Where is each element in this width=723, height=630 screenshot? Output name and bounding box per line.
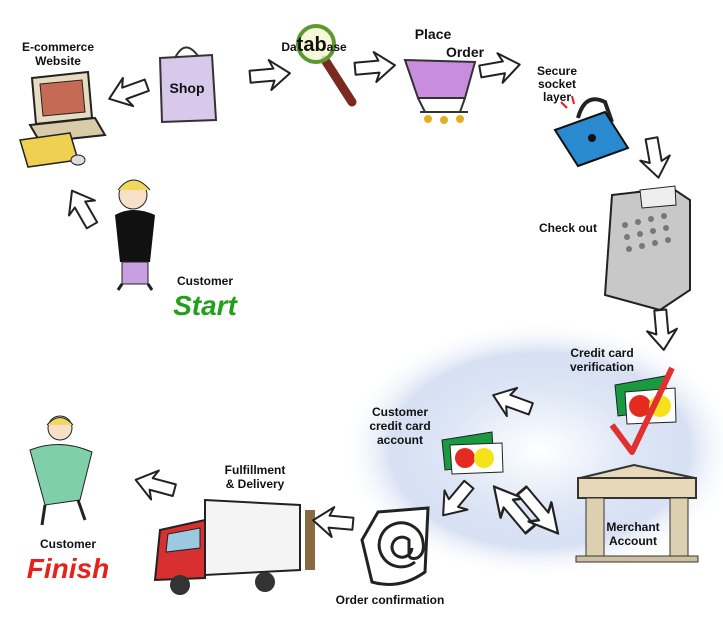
arrow-shop-to-database-icon <box>247 57 293 93</box>
order-label: Order <box>445 44 485 60</box>
website-label-line1: E-commerce <box>21 40 95 54</box>
ssl-label-line2: socket <box>537 77 577 91</box>
arrow-start-to-website-icon <box>58 182 106 234</box>
database-label-mid: tab <box>296 34 327 56</box>
verification-label-line2: verification <box>569 360 635 374</box>
customer-start-label: Customer <box>176 274 234 288</box>
credit-card-verified-icon <box>609 366 677 455</box>
cash-register-icon <box>603 185 691 312</box>
finish-label: Finish <box>26 553 110 584</box>
email-at-sign-icon <box>360 506 430 586</box>
magnifying-glass-icon <box>296 24 357 107</box>
arrow-website-to-shop-icon <box>103 70 153 114</box>
database-label-pre: Da <box>281 40 297 54</box>
order-confirmation-label: Order confirmation <box>335 593 445 607</box>
arrow-confirmation-to-delivery-icon <box>310 504 356 540</box>
verification-label-line1: Credit card <box>570 346 634 360</box>
website-label-line2: Website <box>35 54 81 68</box>
start-label: Start <box>173 290 237 321</box>
arrow-database-to-order-icon <box>352 49 398 85</box>
customer-account-line2: credit card <box>369 419 431 433</box>
fulfillment-label: Fulfillment& Delivery <box>225 463 286 491</box>
customer-finish-figure <box>29 415 93 526</box>
arrow-delivery-to-finish-icon <box>130 464 180 506</box>
bank-building-icon <box>575 463 699 563</box>
customer-account-line1: Customer <box>371 405 429 419</box>
delivery-truck-icon <box>153 498 315 595</box>
customer-credit-card-icon <box>441 431 504 475</box>
merchant-label-line2: Account <box>609 534 657 548</box>
padlock-icon <box>553 95 630 168</box>
arrow-ssl-to-checkout-icon <box>635 134 675 182</box>
shopping-cart-icon <box>403 58 477 124</box>
shop-label: Shop <box>169 80 205 96</box>
customer-finish-label: Customer <box>39 537 97 551</box>
customer-account-line3: account <box>376 433 424 447</box>
shopping-bag-icon <box>158 46 218 124</box>
database-label: Database <box>281 34 346 58</box>
place-label: Place <box>414 26 452 42</box>
computer-icon <box>19 70 107 168</box>
fulfillment-line2: & Delivery <box>225 477 285 491</box>
ssl-label-line1: Secure <box>536 64 578 78</box>
checkout-label: Check out <box>538 221 598 235</box>
arrow-order-to-ssl-icon <box>476 48 524 88</box>
ssl-label-line3: layer <box>542 90 572 104</box>
merchant-label-line1: Merchant <box>606 520 660 534</box>
database-label-post: ase <box>326 40 347 54</box>
fulfillment-line1: Fulfillment <box>224 463 286 477</box>
customer-start-figure <box>115 179 155 291</box>
